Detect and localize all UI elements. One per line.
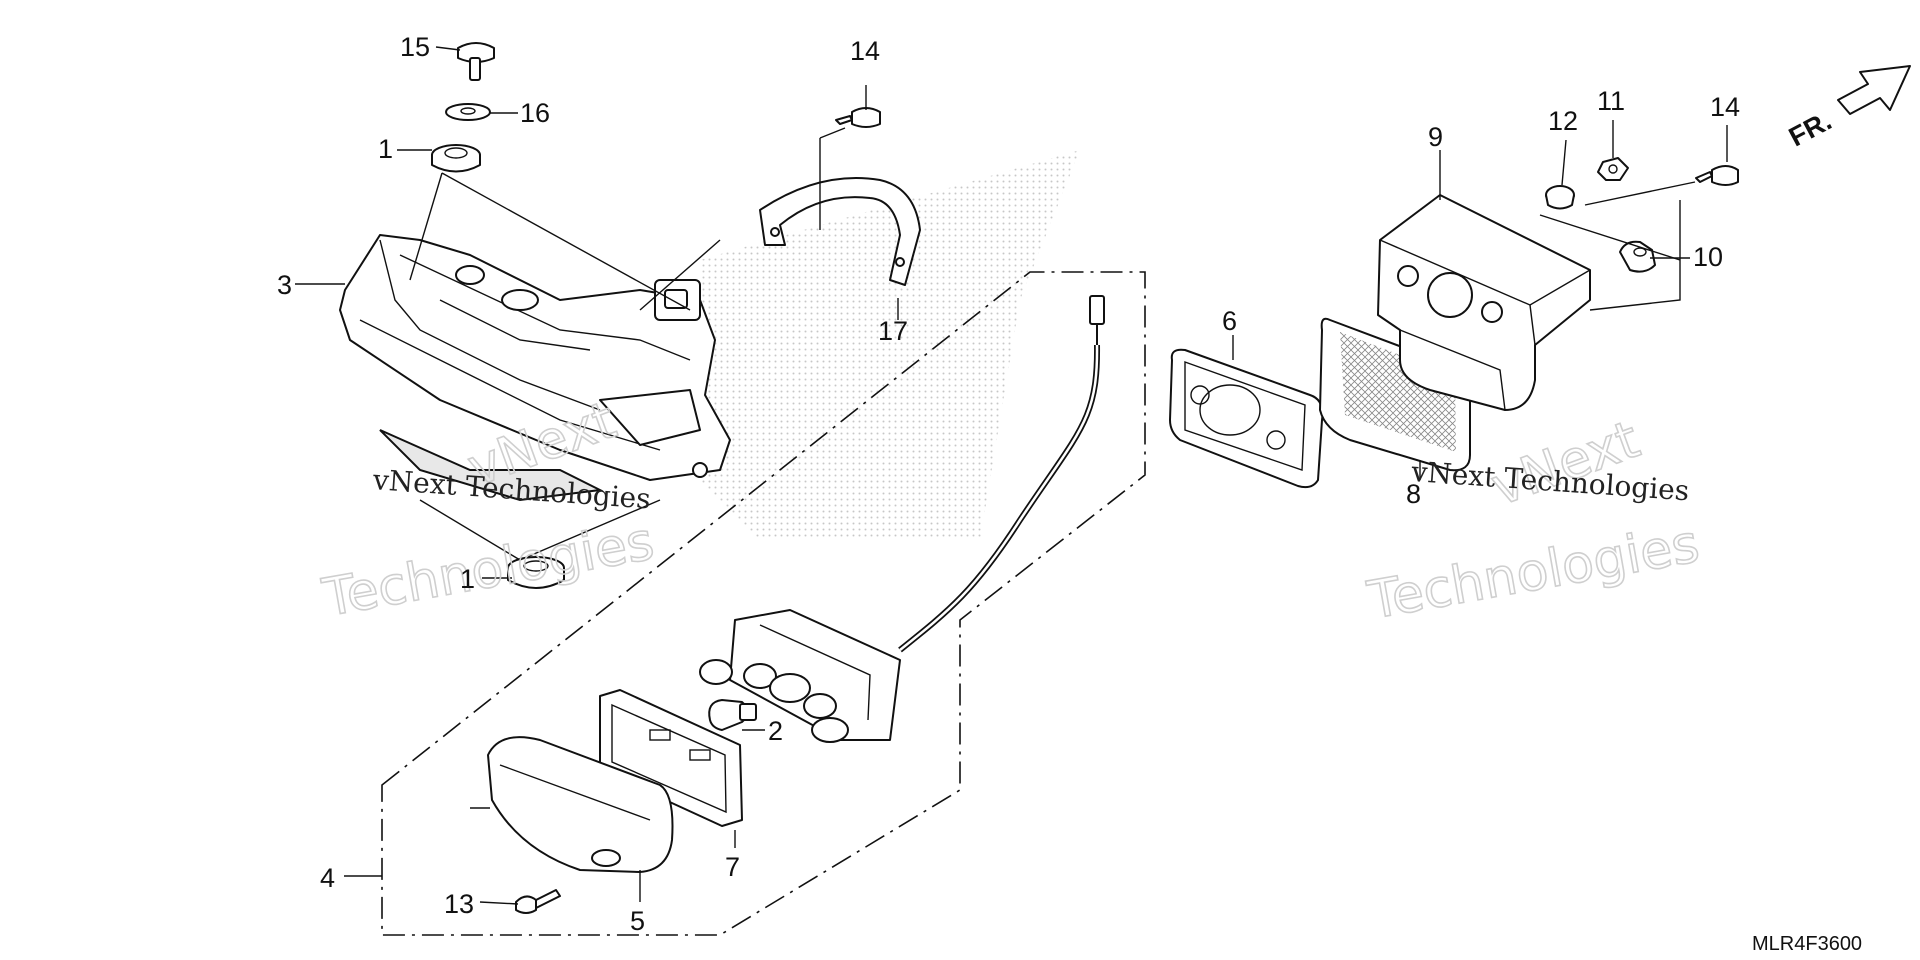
callout-6: 6 [1222, 306, 1237, 336]
nut [1597, 157, 1629, 181]
screw-15 [457, 42, 495, 81]
callout-13: 13 [444, 889, 474, 919]
callout-15: 15 [400, 32, 430, 62]
callout-4: 4 [320, 863, 335, 893]
callout-5: 5 [630, 906, 645, 936]
callout-7: 7 [725, 852, 740, 882]
callout-3: 3 [277, 270, 292, 300]
callout-12: 12 [1548, 106, 1578, 136]
bulb [708, 699, 757, 731]
plate-light-housing [1377, 194, 1591, 411]
screw-14-left [835, 107, 881, 128]
washer [445, 103, 491, 121]
taillight-lens [487, 736, 674, 873]
callout-9: 9 [1428, 122, 1443, 152]
collar [1545, 185, 1575, 210]
grommet-top [431, 144, 481, 173]
grommet-bottom [507, 556, 565, 589]
screw-13 [515, 889, 561, 914]
callout-10: 10 [1693, 242, 1723, 272]
watermarks: vNext Technologies vNext Technologies vN… [317, 390, 1704, 633]
callout-14-left: 14 [850, 36, 880, 66]
assembly-boundary [381, 271, 1146, 936]
background-logo [690, 150, 1080, 540]
wire-harness [898, 295, 1105, 653]
bulb-socket-assembly [699, 609, 901, 743]
diagram-code: MLR4F3600 [1752, 933, 1862, 955]
callout-17: 17 [878, 316, 908, 346]
watermark-bottom-right: Technologies [1363, 514, 1703, 631]
callout-2: 2 [768, 716, 783, 746]
callout-1-bottom: 1 [460, 564, 475, 594]
direction-label: FR. [1784, 106, 1836, 153]
plate-light-gasket [1169, 348, 1324, 489]
mounting-strap [759, 177, 921, 286]
callout-8: 8 [1406, 479, 1421, 509]
callout-1-top: 1 [378, 134, 393, 164]
watermark-bottom-left: Technologies [318, 512, 658, 629]
screw-14-right [1695, 165, 1739, 186]
callouts: 15 16 1 3 1 14 17 4 13 5 7 2 6 9 12 11 1… [277, 32, 1740, 936]
callout-16: 16 [520, 98, 550, 128]
taillight-housing [339, 234, 731, 502]
front-direction-arrow: FR. [1784, 65, 1911, 153]
callout-11: 11 [1597, 86, 1625, 116]
callout-14-right: 14 [1710, 92, 1740, 122]
leader-lines [295, 46, 1728, 905]
